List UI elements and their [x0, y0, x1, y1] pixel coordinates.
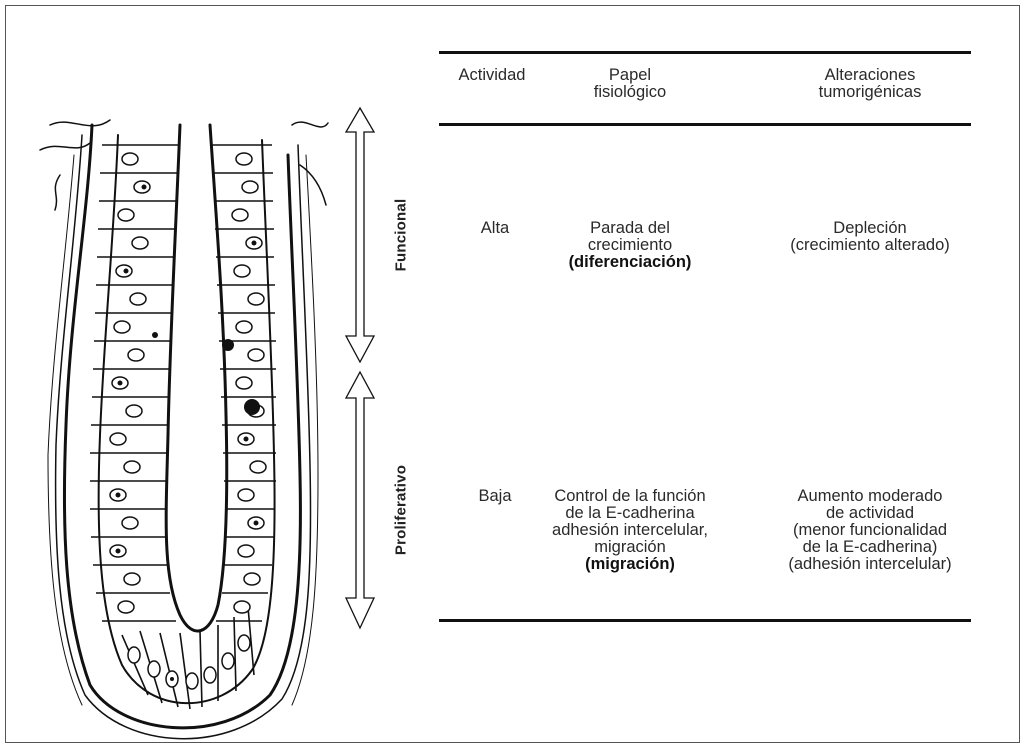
table-header-rule: [439, 123, 971, 126]
header-activity-text: Actividad: [459, 66, 526, 84]
row-low-alter-line: (adhesión intercelular): [765, 556, 975, 573]
header-activity: Actividad: [447, 67, 537, 84]
row-high-alter-line: Depleción: [770, 220, 970, 237]
row-high-activity: Alta: [450, 220, 540, 237]
row-low-alter-line: (menor funcionalidad: [765, 522, 975, 539]
proliferative-zone-label: Proliferativo: [393, 465, 410, 555]
header-role-line1: Papel: [540, 67, 720, 84]
zone-arrows: [330, 100, 390, 640]
row-high-activity-text: Alta: [481, 219, 509, 237]
row-low-role-line: Control de la función: [537, 488, 723, 505]
row-high-role-line: Parada del: [540, 220, 720, 237]
row-high-role-bold: (diferenciación): [569, 253, 692, 271]
functional-zone-label: Funcional: [393, 199, 410, 272]
row-high-alter-line: (crecimiento alterado): [770, 237, 970, 254]
row-low-alter-line: de actividad: [765, 505, 975, 522]
row-low-role-line: de la E-cadherina: [537, 505, 723, 522]
functional-arrow-icon: [346, 108, 374, 362]
row-low-activity-text: Baja: [478, 487, 511, 505]
header-alterations: Alteraciones tumorigénicas: [770, 67, 970, 101]
row-high-role: Parada del crecimiento (diferenciación): [540, 220, 720, 271]
row-high-alterations: Depleción (crecimiento alterado): [770, 220, 970, 254]
proliferative-arrow-icon: [346, 372, 374, 628]
table-top-rule: [439, 51, 971, 54]
row-low-role-line: adhesión intercelular,: [537, 522, 723, 539]
row-low-alter-line: Aumento moderado: [765, 488, 975, 505]
row-low-activity: Baja: [450, 488, 540, 505]
intestinal-crypt-illustration: [30, 95, 330, 745]
header-role: Papel fisiológico: [540, 67, 720, 101]
row-high-role-line: crecimiento: [540, 237, 720, 254]
header-role-line2: fisiológico: [540, 84, 720, 101]
row-low-role: Control de la función de la E-cadherina …: [537, 488, 723, 573]
row-low-role-bold: (migración): [585, 555, 675, 573]
header-alter-line1: Alteraciones: [770, 67, 970, 84]
row-low-role-line: migración: [537, 539, 723, 556]
row-low-alter-line: de la E-cadherina): [765, 539, 975, 556]
table-bottom-rule: [439, 619, 971, 622]
header-alter-line2: tumorigénicas: [770, 84, 970, 101]
row-low-alterations: Aumento moderado de actividad (menor fun…: [765, 488, 975, 573]
